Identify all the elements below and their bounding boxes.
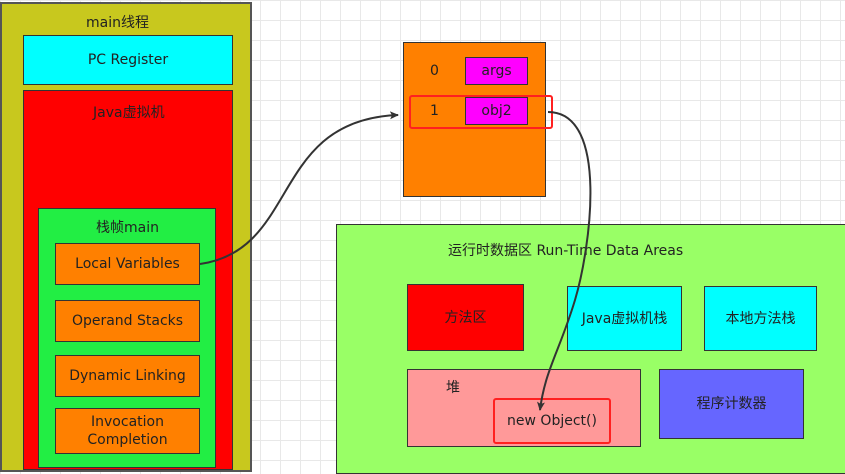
slot-obj2: obj2 xyxy=(465,97,528,125)
jvm-stack-title: Java虚拟机 xyxy=(93,105,165,121)
jvm-stack-area-box: Java虚拟机栈 xyxy=(567,286,682,351)
slot-index-1: 1 xyxy=(430,103,439,119)
heap-title: 堆 xyxy=(446,380,460,396)
dynamic-linking-box: Dynamic Linking xyxy=(55,355,200,397)
method-area-box: 方法区 xyxy=(407,284,524,351)
stack-frame-title: 栈帧main xyxy=(96,220,159,236)
operand-stacks-box: Operand Stacks xyxy=(55,300,200,342)
slot-args: args xyxy=(465,57,528,85)
local-variables-box: Local Variables xyxy=(55,243,200,285)
slot-index-0: 0 xyxy=(430,63,439,79)
invocation-completion-box: Invocation Completion xyxy=(55,408,200,454)
new-object-highlight: new Object() xyxy=(493,398,611,444)
obj2-highlight xyxy=(409,95,553,129)
pc-register-box: PC Register xyxy=(23,35,233,85)
heap-box xyxy=(407,369,641,447)
main-thread-title: main线程 xyxy=(86,15,149,31)
program-counter-box: 程序计数器 xyxy=(659,369,804,439)
runtime-data-areas-title: 运行时数据区 Run-Time Data Areas xyxy=(448,243,684,259)
native-method-stack-box: 本地方法栈 xyxy=(704,286,817,351)
